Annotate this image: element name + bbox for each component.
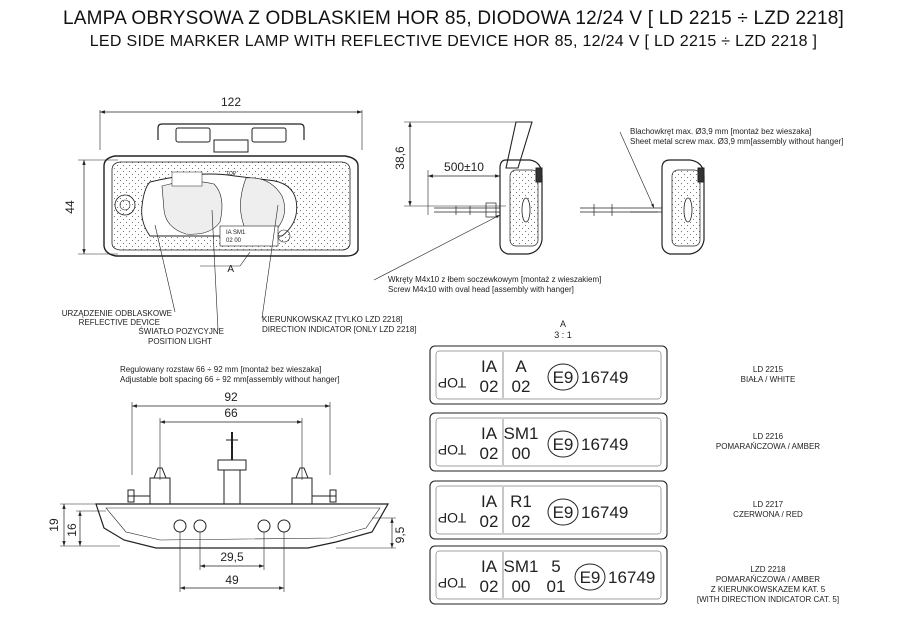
product-colour: BIAŁA / WHITE xyxy=(741,375,796,384)
product-code: LD 2215 xyxy=(753,365,784,374)
plate-class-version: 02 xyxy=(480,377,499,396)
plate-extra-code: 5 xyxy=(551,557,560,576)
product-code: LD 2216 xyxy=(753,432,784,441)
approval-mark: E9 xyxy=(553,368,574,387)
plate-function-code: SM1 xyxy=(504,424,539,443)
detail-title: A xyxy=(560,319,566,329)
plate-frame xyxy=(429,545,668,605)
plate-class-code: IA xyxy=(481,357,498,376)
plate-class-code: IA xyxy=(481,557,498,576)
approval-number: 16749 xyxy=(581,503,628,522)
approval-mark: E9 xyxy=(553,435,574,454)
plate-top-mark: TOP xyxy=(438,375,467,391)
front-view xyxy=(78,110,363,331)
label-position-pl: ŚWIATŁO POZYCYJNE xyxy=(138,327,224,336)
plate-function-version: 02 xyxy=(512,512,531,531)
plate-class-version: 02 xyxy=(480,512,499,531)
dim-66: 66 xyxy=(224,406,238,420)
lamp-top-mark: TOP xyxy=(226,171,237,177)
approval-circle xyxy=(574,563,606,591)
plate-top-mark: TOP xyxy=(438,575,467,591)
approval-circle xyxy=(547,498,579,526)
title-polish: LAMPA OBRYSOWA Z ODBLASKIEM HOR 85, DIOD… xyxy=(62,8,845,29)
plate-class-code: IA xyxy=(481,492,498,511)
plate-inner-frame xyxy=(435,350,662,400)
plate-top-mark: TOP xyxy=(438,510,467,526)
product-code: LZD 2218 xyxy=(750,565,786,574)
plate-top-mark: TOP xyxy=(438,442,467,458)
sheet-screw-note-en: Sheet metal screw max. Ø3,9 mm[assembly … xyxy=(630,137,843,146)
plate-inner-frame xyxy=(435,550,662,600)
label-reflective-pl: URZĄDZENIE ODBLASKOWE xyxy=(62,309,172,318)
screw-note-en: Screw M4x10 with oval head [assembly wit… xyxy=(388,285,574,294)
plate-extra-version: 01 xyxy=(547,577,566,596)
approval-mark: E9 xyxy=(553,503,574,522)
dim-height-38-6: 38,6 xyxy=(393,146,407,170)
plate-function-code: R1 xyxy=(510,492,532,511)
label-position-en: POSITION LIGHT xyxy=(148,337,212,346)
product-extra-en: [WITH DIRECTION INDICATOR CAT. 5] xyxy=(697,595,839,604)
dim-19: 19 xyxy=(47,518,61,532)
bolt-note-en: Adjustable bolt spacing 66 ÷ 92 mm[assem… xyxy=(120,375,340,384)
plate-function-version: 00 xyxy=(512,444,531,463)
detail-scale: 3 : 1 xyxy=(554,330,572,340)
approval-circle xyxy=(547,363,579,391)
plate-inner-frame xyxy=(435,417,662,467)
product-extra-pl: Z KIERUNKOWSKAZEM KAT. 5 xyxy=(711,585,826,594)
side-view xyxy=(373,121,543,281)
dim-cable-500: 500±10 xyxy=(444,160,484,174)
dim-29-5: 29,5 xyxy=(220,550,244,564)
approval-number: 16749 xyxy=(581,368,628,387)
product-colour: POMARAŃCZOWA / AMBER xyxy=(716,575,820,584)
approval-number: 16749 xyxy=(608,568,655,587)
approval-mark: E9 xyxy=(580,568,601,587)
dim-width-122: 122 xyxy=(221,95,241,109)
label-direction-pl: KIERUNKOWSKAZ [TYLKO LZD 2218] xyxy=(262,315,402,324)
plate-function-version: 02 xyxy=(512,377,531,396)
lamp-marking-1: IA SM1 xyxy=(226,230,246,236)
bottom-view xyxy=(60,402,396,592)
label-reflective-en: REFLECTIVE DEVICE xyxy=(79,318,160,327)
lamp-marking-2: 02 00 xyxy=(226,238,242,244)
plate-class-code: IA xyxy=(481,424,498,443)
sheet-screw-note-pl: Blachowkręt max. Ø3,9 mm [montaż bez wie… xyxy=(630,127,811,136)
right-view xyxy=(580,131,705,255)
plate-function-code: SM1 xyxy=(504,557,539,576)
approval-number: 16749 xyxy=(581,435,628,454)
dim-92: 92 xyxy=(224,390,238,404)
dim-9-5: 9,5 xyxy=(393,526,407,543)
product-colour: CZERWONA / RED xyxy=(733,510,803,519)
approval-circle xyxy=(547,430,579,458)
plate-class-version: 02 xyxy=(480,444,499,463)
dim-49: 49 xyxy=(225,573,239,587)
dim-height-44: 44 xyxy=(63,200,77,214)
screw-note-pl: Wkręty M4x10 z łbem soczewkowym [montaż … xyxy=(388,275,601,284)
plate-function-code: A xyxy=(515,357,527,376)
plate-function-version: 00 xyxy=(512,577,531,596)
title-english: LED SIDE MARKER LAMP WITH REFLECTIVE DEV… xyxy=(89,33,818,50)
dim-16: 16 xyxy=(65,523,79,537)
product-colour: POMARAŃCZOWA / AMBER xyxy=(716,442,820,451)
bolt-note-pl: Regulowany rozstaw 66 ÷ 92 mm [montaż be… xyxy=(120,365,321,374)
detail-ref-a: A xyxy=(227,264,234,275)
product-code: LD 2217 xyxy=(753,500,784,509)
plate-inner-frame xyxy=(435,485,662,535)
label-direction-en: DIRECTION INDICATOR [ONLY LZD 2218] xyxy=(262,325,417,334)
plate-class-version: 02 xyxy=(480,577,499,596)
